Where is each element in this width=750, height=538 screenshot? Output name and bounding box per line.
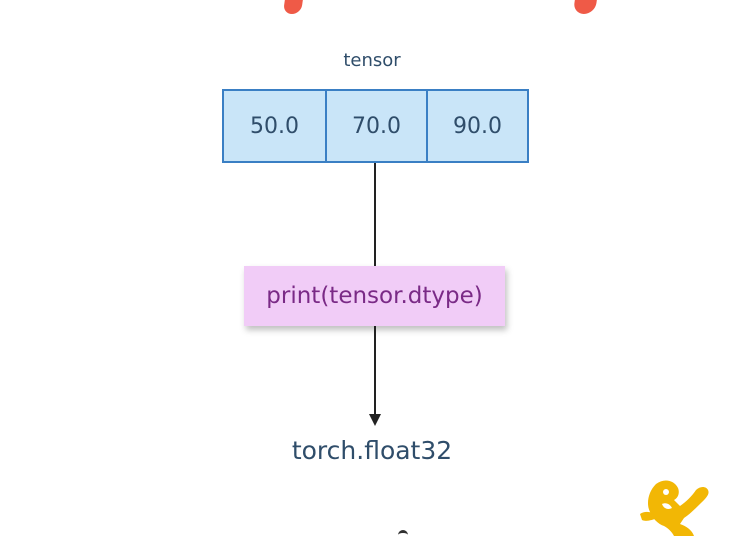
operation-box: print(tensor.dtype) [244, 266, 505, 326]
title-fragment [0, 0, 750, 18]
title-glyph-fragment [282, 0, 306, 14]
yellow-figure-logo-icon [640, 480, 709, 536]
result-text: torch.float32 [291, 436, 453, 465]
tensor-cell: 70.0 [325, 91, 426, 161]
connector-line [374, 326, 376, 418]
tensor-array: 50.0 70.0 90.0 [222, 89, 529, 163]
tensor-cell: 90.0 [426, 91, 527, 161]
connector-line [374, 163, 376, 267]
tensor-cell: 50.0 [250, 113, 299, 139]
text-fragment [398, 530, 408, 536]
arrow-head [369, 414, 381, 426]
title-glyph-fragment [572, 0, 600, 14]
tensor-label: tensor [343, 50, 401, 71]
